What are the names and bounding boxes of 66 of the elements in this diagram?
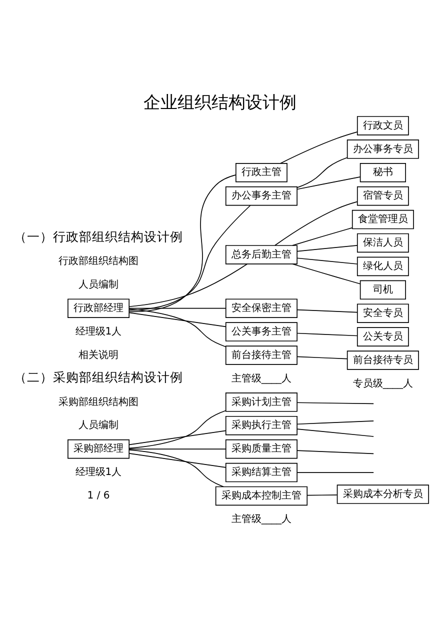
label: 采购部组织结构图 — [58, 396, 139, 408]
node-box: 宿管专员 — [356, 186, 409, 206]
node-box: 采购成本控制主管 — [215, 486, 308, 506]
node-box: 行政文员 — [356, 116, 409, 136]
connector — [292, 227, 353, 246]
label: 主管级____人 — [231, 373, 292, 384]
connector — [128, 205, 251, 311]
node-box: 司机 — [360, 280, 406, 300]
node-box: 公关事务主管 — [225, 322, 298, 342]
connector — [128, 312, 226, 328]
node-box: 采购执行主管 — [225, 416, 298, 436]
label: 人员编制 — [78, 279, 119, 290]
connector — [296, 402, 374, 404]
node-box: 行政部经理 — [68, 298, 130, 318]
node-box: 采购成本分析专员 — [336, 484, 430, 504]
connector — [296, 245, 358, 252]
connector — [296, 450, 374, 454]
connector — [296, 176, 361, 190]
diagram-title: 企业组织结构设计例 — [144, 92, 296, 112]
connector — [280, 132, 358, 164]
label: 相关说明 — [78, 350, 119, 361]
connector — [296, 309, 358, 313]
connector — [296, 157, 348, 188]
connector — [128, 453, 226, 468]
node-box: 保洁人员 — [356, 233, 409, 253]
node-box: 绿化人员 — [356, 256, 409, 276]
node-box: 采购计划主管 — [225, 392, 298, 412]
node-box: 公关专员 — [356, 327, 409, 346]
connector — [296, 356, 348, 360]
label: 经理级1人 — [75, 467, 122, 478]
connector — [128, 430, 226, 446]
label: （一）行政部组织结构设计例 — [14, 228, 184, 244]
connector — [274, 201, 358, 246]
node-box: 办公事务专员 — [346, 140, 419, 159]
connector — [296, 428, 374, 437]
node-box: 秘书 — [360, 162, 406, 182]
node-box: 总务后勤主管 — [225, 245, 298, 264]
connector — [292, 264, 361, 284]
node-box: 行政主管 — [236, 162, 288, 182]
connector — [129, 450, 224, 488]
connector — [296, 472, 374, 473]
connector — [306, 494, 338, 496]
node-box: 采购部经理 — [68, 439, 130, 459]
label: 人员编制 — [78, 420, 119, 432]
node-box: 采购质量主管 — [225, 439, 298, 459]
node-box: 前台接待主管 — [225, 346, 298, 365]
connector — [128, 174, 236, 312]
label: 1 / 6 — [87, 490, 110, 502]
node-box: 食堂管理员 — [352, 210, 414, 230]
connector — [296, 258, 358, 264]
label: 专员级____人 — [352, 378, 413, 390]
node-box: 办公事务主管 — [225, 186, 298, 206]
connector — [128, 448, 226, 450]
node-box: 安全专员 — [356, 304, 409, 323]
connector — [128, 264, 248, 308]
node-box: 采购结算主管 — [225, 462, 298, 482]
node-box: 安全保密主管 — [225, 298, 298, 318]
connector — [128, 308, 226, 309]
label: （二）采购部组织结构设计例 — [14, 370, 184, 385]
connector — [129, 410, 226, 449]
connector — [296, 420, 374, 425]
node-box: 前台接待专员 — [346, 350, 419, 370]
connector — [129, 308, 226, 348]
label: 行政部组织结构图 — [58, 256, 139, 268]
connector — [296, 332, 358, 336]
label: 经理级1人 — [75, 326, 122, 338]
